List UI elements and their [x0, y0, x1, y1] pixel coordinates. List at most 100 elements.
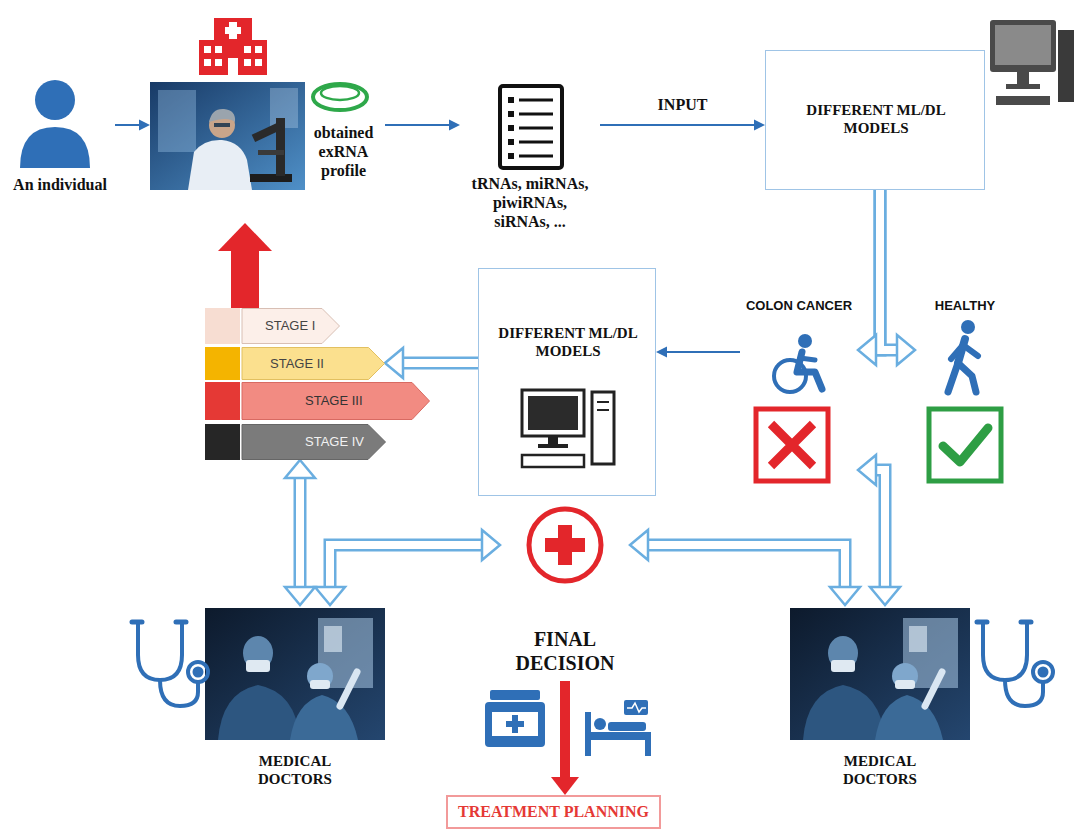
- stage-label: STAGE III: [205, 382, 363, 420]
- stethoscope-icon: [188, 662, 208, 682]
- computer-icon: [538, 444, 568, 448]
- computer-icon: [990, 20, 1056, 72]
- cross-mark-box: [771, 424, 813, 466]
- connector-line: [666, 351, 740, 353]
- computer-icon: [996, 96, 1050, 105]
- computer-icon: [522, 390, 584, 436]
- connector-line-inner: [647, 545, 845, 588]
- walking-person-icon: [961, 320, 975, 334]
- arrowhead: [482, 530, 500, 560]
- connector-line: [385, 124, 450, 126]
- hospital-icon: [225, 27, 241, 34]
- hospital-icon: [244, 59, 251, 66]
- arrowhead: [830, 587, 860, 605]
- computer-icon: [995, 25, 1051, 65]
- person-icon: [20, 80, 90, 168]
- stethoscope-icon: [160, 680, 198, 706]
- node-label: COLON CANCER: [740, 298, 858, 314]
- medicine-bottle-icon: [506, 721, 524, 727]
- doctors-photo: [205, 608, 385, 740]
- stethoscope-icon: [977, 622, 1053, 706]
- medicine-bottle-icon: [485, 702, 545, 747]
- node-label: obtained exRNA profile: [302, 123, 385, 181]
- medical-cross-icon: [529, 509, 601, 581]
- node-label: DIFFERENT ML/DL MODELS: [488, 324, 648, 360]
- doctors-photo: [307, 663, 333, 689]
- hospital-bed-icon: [594, 718, 606, 730]
- stethoscope-icon: [195, 669, 202, 676]
- computer-icon: [597, 402, 609, 410]
- wheelchair-icon: [774, 334, 822, 392]
- petri-dish-icon: [313, 84, 367, 110]
- hospital-bed-icon: [585, 700, 651, 756]
- lab-photo: [250, 174, 292, 182]
- node-label: tRNAs, miRNAs, piwiRNAs, siRNAs, ...: [468, 174, 593, 232]
- arrowhead: [285, 460, 315, 478]
- hospital-bed-icon: [585, 732, 651, 740]
- stage-arrow: STAGE IV: [205, 424, 386, 460]
- hospital-icon: [228, 58, 238, 75]
- computer-icon: [990, 20, 1074, 105]
- lab-photo: [214, 123, 230, 127]
- connector-line: [231, 250, 259, 308]
- node-label: MEDICAL DOCTORS: [235, 752, 355, 788]
- petri-dish-icon: [313, 84, 367, 110]
- document-icon: [508, 153, 514, 159]
- wheelchair-icon: [798, 334, 812, 348]
- connector-line-inner: [330, 545, 483, 588]
- medical-cross-icon: [545, 538, 585, 552]
- walking-person-icon: [948, 363, 976, 392]
- arrowhead: [385, 348, 403, 378]
- connector-line: [560, 681, 570, 778]
- doctors-node: MEDICAL DOCTORS: [200, 605, 390, 795]
- connector-line: [875, 470, 885, 588]
- person-icon: [20, 127, 90, 168]
- check-mark-box: [943, 428, 988, 462]
- lab-photo: [258, 150, 284, 155]
- connector-line: [600, 124, 755, 126]
- connector-line: [330, 545, 483, 588]
- hospital-bed-icon: [627, 703, 646, 712]
- stage-swatch: [205, 308, 240, 344]
- arrowhead: [897, 335, 915, 365]
- hospital-icon: [199, 18, 267, 75]
- hospital-icon: [215, 46, 222, 53]
- hospital-icon: [204, 59, 211, 66]
- stage-label: STAGE IV: [205, 424, 364, 460]
- hospital-icon: [204, 46, 211, 53]
- doctors-photo: [324, 626, 342, 652]
- connector-line: [402, 357, 478, 370]
- check-mark-box: [929, 409, 1001, 481]
- medical-cross-icon: [529, 509, 601, 581]
- connector-group: [139, 120, 915, 796]
- connector-line: [880, 190, 898, 350]
- doctors-node: MEDICAL DOCTORS: [785, 605, 975, 795]
- node-label: HEALTHY: [915, 298, 1015, 314]
- medicine-bottle-icon: [490, 690, 540, 700]
- hospital-bed-icon: [608, 722, 646, 731]
- lab-photo: [158, 90, 196, 152]
- computer-icon: [522, 390, 614, 467]
- hospital-icon: [244, 46, 251, 53]
- doctors-photo: [218, 685, 300, 740]
- check-mark-box: [929, 409, 1001, 481]
- computer-icon: [548, 436, 558, 444]
- walking-person-icon: [951, 345, 978, 359]
- arrowhead: [551, 777, 579, 795]
- stage-arrow: STAGE I: [205, 308, 340, 344]
- wheelchair-icon: [800, 358, 815, 360]
- stage-label: STAGE I: [205, 308, 315, 344]
- hospital-bed-icon: [645, 732, 651, 756]
- hospital-icon: [199, 40, 267, 75]
- walking-person-icon: [948, 320, 978, 392]
- medicine-bottle-icon: [485, 690, 545, 747]
- arrowhead: [315, 587, 345, 605]
- computer-icon: [1017, 72, 1029, 84]
- model-box: DIFFERENT ML/DL MODELS: [478, 268, 656, 496]
- edge-label: INPUT: [655, 95, 711, 114]
- stage-arrow: STAGE II: [205, 347, 385, 380]
- lab-photo: [188, 140, 252, 190]
- cross-mark-box: [756, 409, 828, 481]
- document-icon: [508, 111, 514, 117]
